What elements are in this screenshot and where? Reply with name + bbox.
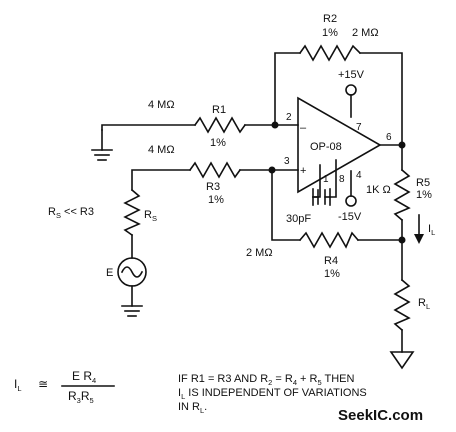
rs-resistor	[123, 188, 141, 237]
rl-resistor	[393, 278, 411, 332]
note-line-3: IN RL.	[178, 401, 207, 415]
seekic-watermark: SeekIC.com	[338, 407, 423, 424]
capacitor-label: 30pF	[286, 213, 311, 225]
r2-tolerance-label: 1%	[322, 27, 338, 39]
r3-resistor	[188, 161, 242, 179]
pin-6-label: 6	[386, 132, 392, 143]
r1-tolerance-label: 1%	[210, 137, 226, 149]
vpos-label: +15V	[338, 69, 365, 81]
load-current-arrow	[414, 214, 424, 244]
pin-4-label: 4	[356, 170, 362, 181]
resistors	[123, 44, 411, 332]
pin-8-label: 8	[339, 174, 345, 185]
r5-tolerance-label: 1%	[416, 189, 432, 201]
r2-value-label: 2 MΩ	[352, 27, 379, 39]
r2-name-label: R2	[323, 13, 337, 25]
junction-dots	[268, 121, 406, 244]
ac-source-symbol	[117, 257, 147, 287]
r3-tolerance-label: 1%	[208, 194, 224, 206]
r3-value-label: 4 MΩ	[148, 144, 175, 156]
rs-resistor-label: RS	[144, 209, 157, 223]
junction-load	[398, 236, 406, 244]
rs-condition-label: RS << R3	[48, 206, 94, 220]
rl-load-label: RL	[418, 297, 430, 311]
minus-input-label: –	[300, 122, 307, 134]
ground-symbol-load	[389, 351, 415, 370]
junction-noninverting	[268, 166, 276, 174]
note-line-2: IL IS INDEPENDENT OF VARIATIONS	[178, 387, 367, 401]
formula-denominator: R3R5	[68, 389, 94, 405]
formula-approx: ≅	[38, 377, 48, 391]
note-line-1: IF R1 = R3 AND R2 = R4 + R5 THEN	[178, 373, 355, 387]
ground-symbol-r1	[91, 149, 113, 161]
pin-2-label: 2	[286, 112, 292, 123]
formula-lhs: IL	[14, 377, 22, 393]
junction-inverting	[271, 121, 279, 129]
r4-resistor	[298, 231, 360, 249]
ground-symbol-source	[121, 305, 143, 317]
wires	[101, 52, 403, 353]
r3-name-label: R3	[206, 181, 220, 193]
plus-input-label: +	[300, 165, 306, 177]
vneg-terminal	[345, 195, 357, 207]
r4-name-label: R4	[324, 255, 338, 267]
formula-numerator: E R4	[72, 369, 96, 385]
pin-3-label: 3	[284, 156, 290, 167]
r4-tolerance-label: 1%	[324, 268, 340, 280]
source-e-label: E	[106, 267, 113, 279]
r2-resistor	[298, 44, 362, 62]
capacitor-30pf	[312, 188, 331, 206]
r1-value-label: 4 MΩ	[148, 99, 175, 111]
il-current-label: IL	[428, 223, 435, 237]
r4-value-label: 2 MΩ	[246, 247, 273, 259]
pin-7-label: 7	[356, 122, 362, 133]
r1-name-label: R1	[212, 104, 226, 116]
r1-resistor	[193, 116, 247, 134]
opamp-triangle	[297, 96, 382, 194]
vpos-terminal	[345, 84, 357, 96]
junction-output	[398, 141, 406, 149]
r5-value-label: 1K Ω	[366, 184, 391, 196]
r5-resistor	[393, 168, 411, 222]
pin-1-label: 1	[323, 174, 329, 185]
il-formula: IL ≅ E R4 R3R5	[14, 369, 115, 405]
r5-name-label: R5	[416, 177, 430, 189]
opamp-part-label: OP-08	[310, 141, 342, 153]
condition-note: IF R1 = R3 AND R2 = R4 + R5 THEN IL IS I…	[178, 373, 367, 415]
vneg-label: -15V	[338, 211, 362, 223]
